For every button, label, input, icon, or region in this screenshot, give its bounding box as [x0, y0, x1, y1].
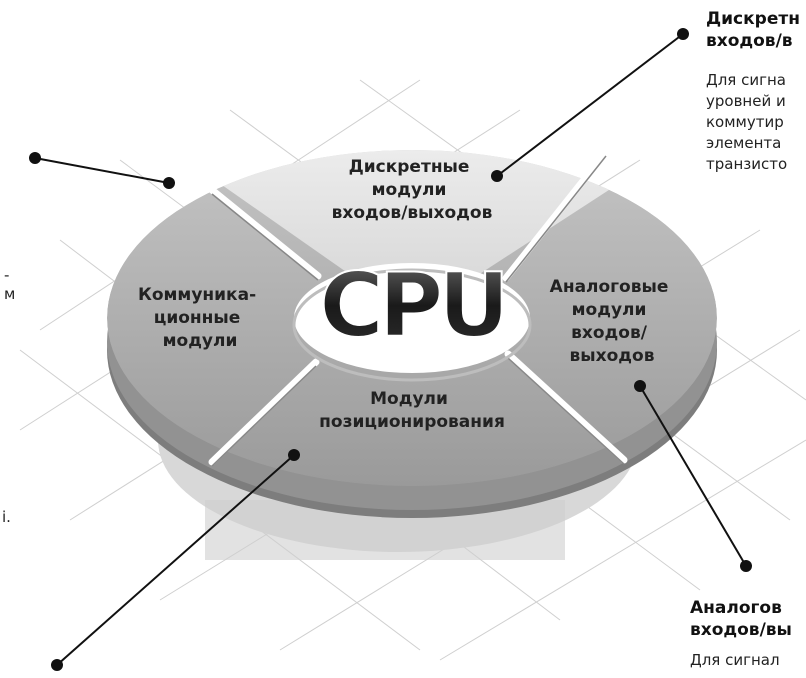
leader-dot-left-inner [163, 177, 175, 189]
left-fragment-m: м [4, 285, 16, 303]
leader-dot-top-right-outer [677, 28, 689, 40]
callout-bottom-right-title: Аналогов входов/вы [690, 598, 792, 640]
segment-label-positioning: Модули позиционирования [319, 389, 505, 432]
leader-lines [29, 28, 752, 671]
center-hole [292, 263, 532, 382]
leader-dot-top-right-inner [491, 170, 503, 182]
left-fragment-i: i. [2, 508, 11, 526]
segment-separators [208, 148, 628, 466]
cpu-label: CPU [319, 254, 505, 357]
leader-dot-right-inner [634, 380, 646, 392]
callout-top-right-title: Дискретн входов/в [706, 9, 800, 51]
left-fragment-dash: - [4, 266, 10, 284]
callout-top-right-body: Для сигна уровней и коммутир элемента тр… [706, 71, 788, 173]
callout-bottom-right-body: Для сигнал [690, 651, 780, 669]
segment-label-communication: Коммуника- ционные модули [138, 285, 262, 351]
leader-dot-bottom-outer [51, 659, 63, 671]
leader-dot-right-outer [740, 560, 752, 572]
segment-label-analog: Аналоговые модули входов/ выходов [550, 277, 675, 366]
segment-label-discrete: Дискретные модули входов/выходов [332, 157, 493, 223]
leader-dot-left-outer [29, 152, 41, 164]
leader-dot-bottom-inner [288, 449, 300, 461]
